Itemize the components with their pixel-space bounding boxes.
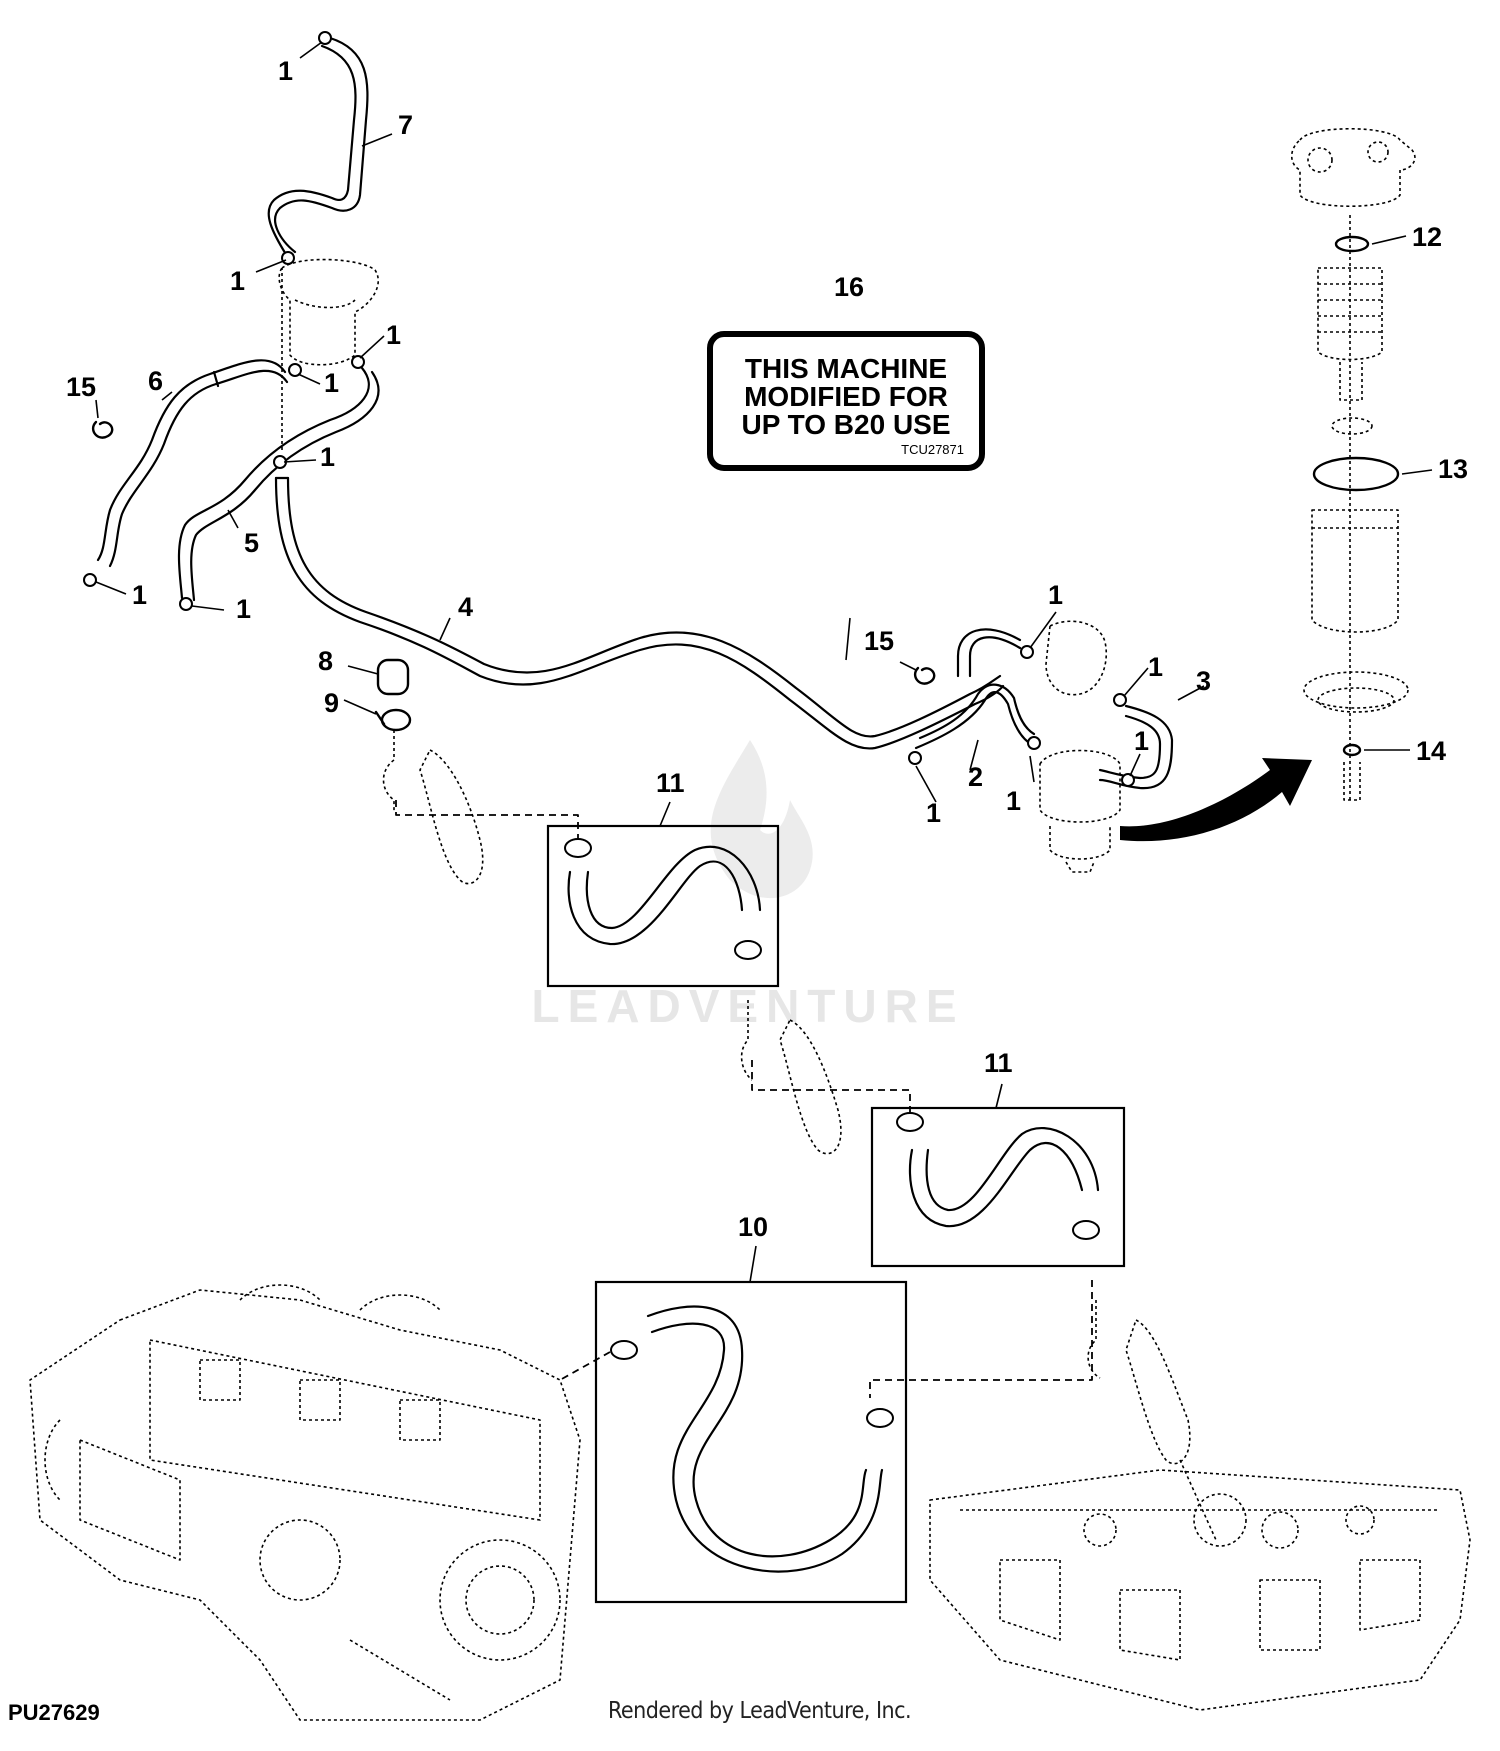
callout-3: 3 [1196, 666, 1211, 696]
callout-1: 1 [236, 594, 251, 624]
figure-id: PU27629 [8, 1700, 100, 1725]
detail-box-11-lower [870, 1106, 1126, 1268]
clamps [83, 31, 1135, 787]
callout-7: 7 [398, 110, 413, 140]
callout-14: 14 [1416, 736, 1446, 766]
callout-13: 13 [1438, 454, 1468, 484]
callout-4: 4 [458, 592, 473, 622]
decal-code: TCU27871 [901, 442, 964, 457]
watermark: LEADVENTURE [531, 740, 964, 1032]
decal-line-3: UP TO B20 USE [741, 409, 950, 440]
callout-1: 1 [1048, 580, 1063, 610]
callout-1: 1 [1134, 726, 1149, 756]
callout-1: 1 [132, 580, 147, 610]
dash-leader-b [751, 1060, 911, 1122]
cap-8-clamp-9 [374, 658, 484, 885]
callout-1: 1 [1148, 652, 1163, 682]
hose-5 [177, 366, 380, 602]
dash-leader-d [559, 1351, 611, 1381]
clamp-1l [908, 751, 922, 765]
clamp-1k [1121, 773, 1135, 787]
callout-8: 8 [318, 646, 333, 676]
engine-block [29, 1284, 581, 1721]
dash-leader-a [395, 800, 579, 848]
hose-4 [274, 476, 1005, 750]
o-ring-14 [1342, 743, 1362, 757]
callout-1: 1 [320, 442, 335, 472]
callout-10: 10 [738, 1212, 768, 1242]
clamp-1f [83, 573, 97, 587]
clamp-1b [281, 251, 295, 265]
filter-exploded-stack [1290, 128, 1416, 801]
callout-11: 11 [984, 1048, 1013, 1078]
cylinder-head [929, 1469, 1471, 1711]
clamp-1j [1027, 736, 1041, 750]
watermark-flame-icon [710, 740, 813, 899]
clip-15 [91, 420, 936, 685]
watermark-text: LEADVENTURE [531, 980, 964, 1032]
callout-1: 1 [324, 368, 339, 398]
clamp-1d [351, 355, 365, 369]
detail-box-11-upper [546, 824, 780, 988]
lower-filter-assembly [1039, 620, 1121, 873]
hose-2 [914, 683, 1036, 750]
detail-box-10 [594, 1280, 908, 1604]
hose-top-right [956, 628, 1022, 678]
clamp-1a [318, 31, 332, 45]
callout-11: 11 [656, 768, 685, 798]
callout-1: 1 [386, 320, 401, 350]
leader-lines [95, 41, 1433, 1283]
clamp-1i [1113, 693, 1127, 707]
hose-3 [1098, 704, 1174, 790]
arrow-icon [1120, 758, 1312, 842]
callout-15: 15 [66, 372, 96, 402]
callout-12: 12 [1412, 222, 1442, 252]
callout-16: 16 [834, 272, 864, 302]
dash-leader-c [869, 1280, 1093, 1398]
clamp-1c [288, 363, 302, 377]
o-ring-13 [1312, 456, 1400, 492]
hose-6 [96, 359, 289, 568]
callout-9: 9 [324, 688, 339, 718]
callout-2: 2 [968, 762, 983, 792]
callout-5: 5 [244, 528, 259, 558]
clamp-1g [179, 597, 193, 611]
decal-line-2: MODIFIED FOR [744, 381, 948, 412]
callout-15: 15 [864, 626, 894, 656]
callout-6: 6 [148, 366, 163, 396]
decal-line-1: THIS MACHINE [745, 353, 947, 384]
callout-1: 1 [278, 56, 293, 86]
clamp-1h [1020, 645, 1034, 659]
callout-labels: 1 7 1 1 1 1 15 6 5 1 1 4 8 9 11 16 15 1 … [66, 56, 1468, 1242]
callout-1: 1 [926, 798, 941, 828]
decal-16: THIS MACHINE MODIFIED FOR UP TO B20 USE … [707, 331, 985, 471]
callout-1: 1 [230, 266, 245, 296]
o-ring-12 [1334, 235, 1370, 253]
upper-filter-housing [278, 258, 379, 450]
callout-1: 1 [1006, 786, 1021, 816]
injector-lower [1087, 1300, 1217, 1541]
injector-middle [740, 1000, 842, 1155]
render-credit: Rendered by LeadVenture, Inc. [608, 1698, 912, 1724]
hose-7 [267, 36, 369, 258]
